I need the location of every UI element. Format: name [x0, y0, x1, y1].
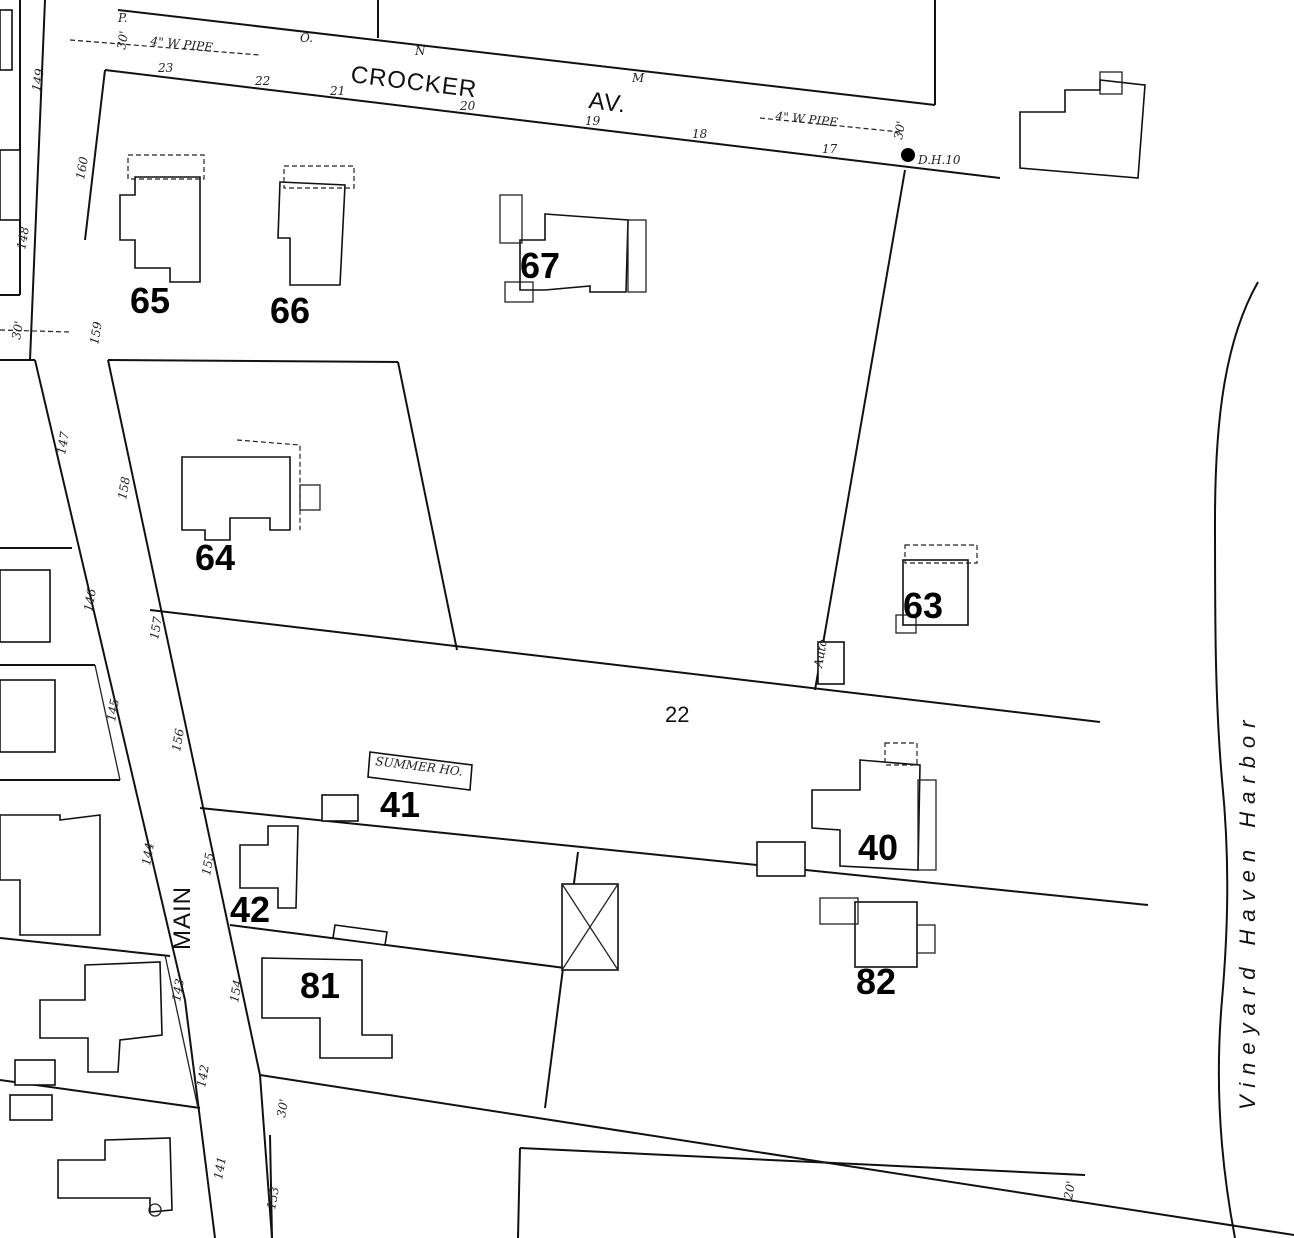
address-number: 149 — [29, 67, 47, 92]
hydrant-marker — [901, 148, 915, 162]
hydrant-label: D.H.10 — [917, 153, 961, 167]
lot-number: 82 — [856, 961, 896, 1002]
address-number: 153 — [264, 1185, 282, 1210]
address-number: 157 — [147, 615, 165, 640]
lot-number: 66 — [270, 290, 310, 331]
lot-lines — [0, 169, 1294, 1238]
address-number: 145 — [104, 698, 122, 723]
address-number: 158 — [115, 475, 133, 500]
lot-number: 65 — [130, 280, 170, 321]
dimension-label: 30' — [274, 1098, 291, 1119]
address-number: 146 — [81, 587, 99, 612]
address-number: 142 — [194, 1064, 212, 1089]
address-number: 21 — [329, 84, 345, 98]
crocker-letter-n: N — [414, 44, 426, 58]
lot-number: 67 — [520, 245, 560, 286]
address-number: 143 — [169, 977, 187, 1002]
dimension-label: 30' — [9, 320, 26, 341]
buildings — [0, 9, 1146, 1217]
lot-numbers: 65 66 67 64 63 41 40 42 81 82 — [130, 245, 943, 1006]
street-name-main: MAIN — [169, 886, 196, 950]
address-number: 156 — [169, 727, 187, 752]
address-number: 144 — [139, 842, 157, 867]
address-number: 160 — [73, 155, 91, 180]
dimension-label: 30' — [114, 30, 131, 51]
crocker-letter-m: M — [631, 71, 645, 85]
dimension-label: 20' — [1061, 1180, 1078, 1202]
address-number: 155 — [199, 852, 217, 877]
lot-number: 81 — [300, 965, 340, 1006]
crocker-letter-o: O. — [300, 31, 313, 45]
auto-label: Auto — [811, 638, 830, 669]
address-number: 141 — [211, 1156, 229, 1181]
address-number: 22 — [254, 74, 270, 88]
lot-number: 40 — [858, 827, 898, 868]
street-name-crocker-av: AV. — [587, 87, 628, 118]
address-number: 19 — [585, 114, 601, 128]
crocker-letter-p: P. — [117, 11, 127, 25]
address-number: 18 — [692, 127, 708, 141]
main-west-address-numbers: 149 148 147 146 145 144 143 142 141 — [14, 67, 229, 1180]
harbor-shoreline — [1213, 281, 1259, 1238]
lot-number: 64 — [195, 537, 235, 578]
lot-number: 42 — [230, 889, 270, 930]
address-number: 159 — [87, 320, 105, 345]
street-lines — [0, 0, 1001, 1238]
address-number: 23 — [157, 61, 174, 75]
water-pipes — [0, 39, 901, 333]
street-name-crocker: CROCKER — [349, 61, 478, 103]
address-number: 154 — [227, 979, 245, 1004]
dimension-label: 30' — [891, 120, 908, 141]
address-number: 17 — [822, 142, 838, 156]
harbor-label: Vineyard Haven Harbor — [1235, 713, 1260, 1111]
block-number: 22 — [665, 702, 689, 727]
address-number: 147 — [54, 430, 72, 455]
pipe-label-west: 4" W PIPE — [149, 34, 214, 55]
main-east-address-numbers: 160 159 158 157 156 155 154 153 — [73, 155, 282, 1210]
dimension-labels: 30' 30' 30' 30' 20' — [9, 30, 1078, 1202]
lot-number: 63 — [903, 585, 943, 626]
lot-number: 41 — [380, 784, 420, 825]
address-number: 148 — [14, 225, 32, 250]
address-number: 20 — [459, 99, 476, 113]
crocker-address-numbers: 23 22 21 20 19 18 17 — [157, 61, 838, 156]
pipe-label-east: 4" W PIPE — [774, 109, 839, 130]
